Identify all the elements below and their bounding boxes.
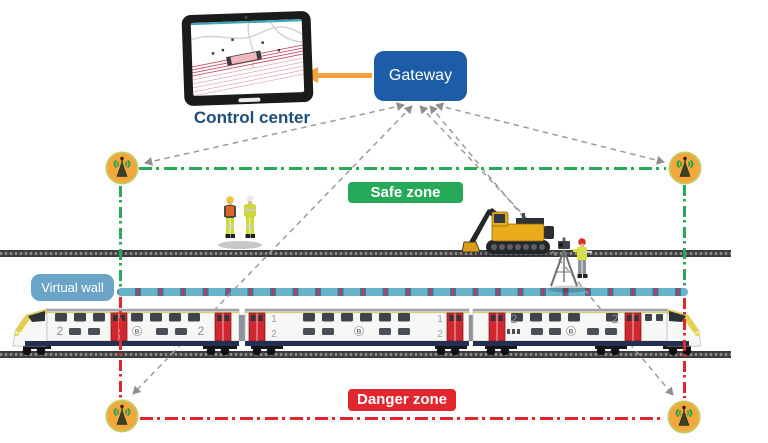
tablet-screen-track-map [190,19,305,96]
radio-antenna-icon [668,151,702,185]
train-gangway [239,315,245,341]
surveyor-with-total-station-icon [548,237,592,293]
worker-left [224,196,236,238]
tablet-camera-dot [244,15,248,19]
control-center-label: Control center [193,108,311,127]
virtual-wall-label: Virtual wall [31,274,114,301]
svg-text:2: 2 [271,329,277,340]
map-train-marker [226,50,262,66]
safe-zone-label: Safe zone [348,182,463,203]
gateway-label: Gateway [388,67,453,84]
svg-text:2: 2 [57,324,64,338]
beacon-bottom-right [667,400,701,434]
svg-text:2: 2 [612,312,619,326]
control-center-tablet [181,10,314,107]
svg-text:2: 2 [511,312,518,326]
surveyor [573,238,592,278]
link-gateway-beacon-bottom-right [429,105,674,396]
beacon-top-left [105,151,139,185]
gateway-to-control-center-arrow [318,73,372,78]
radio-antenna-icon [105,151,139,185]
tripod [550,249,578,287]
safe-zone-boundary-top [139,167,666,170]
radio-antenna-icon [667,400,701,434]
beacon-top-right [668,151,702,185]
svg-text:B: B [135,329,140,336]
tablet-home-button [237,97,260,102]
double-deck-train: B 2 2 [12,308,702,356]
train-car-front: B 2 2 [12,308,240,356]
safe-zone-boundary-left [119,186,122,288]
svg-text:2: 2 [437,329,443,340]
danger-zone-boundary-left [119,297,122,398]
beacon-bottom-left [105,399,139,433]
track-workers-icon [218,195,262,249]
danger-zone-boundary-bottom [140,417,665,420]
train-car-rear: B 2 2 [472,308,702,356]
svg-text:1: 1 [437,314,443,325]
svg-text:2: 2 [198,324,205,338]
danger-zone-boundary-right [683,298,686,398]
track-map-icon [190,19,304,96]
svg-text:1: 1 [271,314,277,325]
link-gateway-excavator [419,105,534,226]
svg-text:B: B [357,329,362,336]
safe-zone-boundary-right [683,185,686,288]
train-car-middle: B 1 1 2 2 [244,308,470,356]
worker-right [244,195,256,238]
danger-zone-label: Danger zone [348,389,456,411]
radio-antenna-icon [105,399,139,433]
svg-text:B: B [569,329,574,336]
gateway-node: Gateway [374,51,467,101]
